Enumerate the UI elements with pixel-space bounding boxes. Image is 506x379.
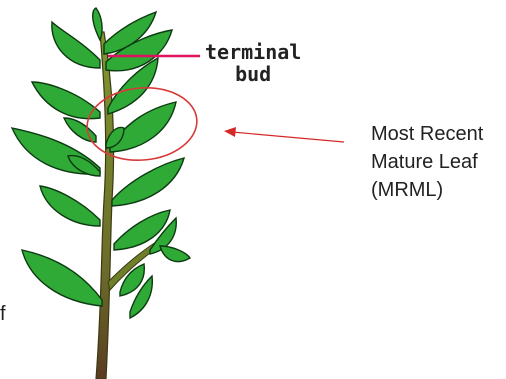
terminal-bud-label: terminal bud bbox=[205, 41, 301, 85]
leaf-branch-2 bbox=[160, 246, 190, 262]
mrml-label-line1: Most Recent bbox=[371, 120, 483, 148]
mrml-label: Most Recent Mature Leaf (MRML) bbox=[371, 120, 483, 204]
leaf-left-3 bbox=[64, 118, 96, 142]
mrml-label-line3: (MRML) bbox=[371, 176, 483, 204]
leaf-left-5 bbox=[40, 186, 100, 226]
terminal-leaf-left bbox=[93, 8, 102, 40]
mrml-label-line2: Mature Leaf bbox=[371, 148, 483, 176]
terminal-bud-label-line1: terminal bbox=[205, 41, 301, 63]
leaf-left-2 bbox=[32, 82, 100, 119]
leaf-right-3 bbox=[112, 158, 184, 206]
leaf-left-6 bbox=[22, 250, 102, 306]
terminal-bud-label-line2: bud bbox=[205, 63, 301, 85]
mrml-arrow bbox=[224, 127, 344, 142]
edge-text-fragment: f bbox=[0, 303, 6, 326]
leaf-upper-left bbox=[52, 22, 100, 68]
main-stem bbox=[96, 32, 114, 379]
